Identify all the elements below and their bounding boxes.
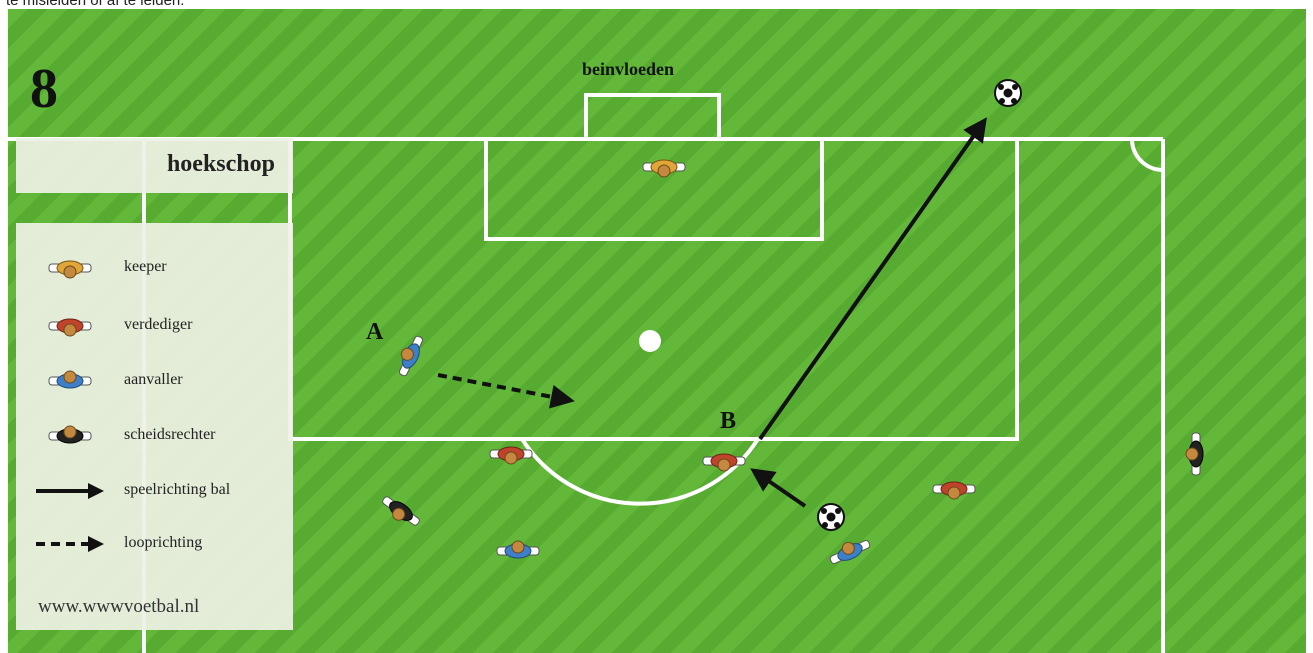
defender-player xyxy=(490,447,532,464)
exercise-number: 8 xyxy=(30,61,58,117)
ball xyxy=(995,80,1021,106)
dashed-arrow-icon xyxy=(34,529,106,559)
legend-item-keeper: keeper xyxy=(34,253,284,283)
legend-label: keeper xyxy=(124,258,167,276)
marker-b: B xyxy=(720,408,736,435)
referee-player xyxy=(378,493,422,531)
run-direction-arrow xyxy=(438,375,563,399)
caption-text: te misleiden of af te leiden. xyxy=(0,0,1313,9)
legend-item-attacker: aanvaller xyxy=(34,366,284,396)
defender-icon xyxy=(34,311,106,341)
defender-player xyxy=(933,482,975,499)
keeper-player xyxy=(643,160,685,177)
diagram-title: hoekschop xyxy=(167,151,275,178)
attacker-player-a xyxy=(393,333,426,378)
legend-label: aanvaller xyxy=(124,371,183,389)
ball-direction-arrow xyxy=(760,127,980,439)
legend-item-run-direction: looprichting xyxy=(34,529,284,559)
legend-label: scheidsrechter xyxy=(124,426,216,444)
legend-item-ball-direction: speelrichting bal xyxy=(34,476,284,506)
solid-arrow-icon xyxy=(34,476,106,506)
keeper-icon xyxy=(34,253,106,283)
attacker-icon xyxy=(34,366,106,396)
legend-item-defender: verdediger xyxy=(34,311,284,341)
title-panel: hoekschop xyxy=(16,138,293,193)
marker-a: A xyxy=(366,319,383,346)
legend-label: looprichting xyxy=(124,534,202,552)
goal-area xyxy=(486,139,822,239)
legend-panel: keeper verdediger aanvaller xyxy=(16,223,293,630)
penalty-spot xyxy=(639,330,661,352)
legend-label: verdediger xyxy=(124,316,192,334)
goal xyxy=(586,95,719,139)
referee-icon xyxy=(34,421,106,451)
legend-item-referee: scheidsrechter xyxy=(34,421,284,451)
website-link: www.wwwvoetbal.nl xyxy=(38,596,199,618)
attacker-player xyxy=(497,541,539,558)
ball-direction-arrow xyxy=(760,475,805,506)
football-pitch: 8 beinvloeden A B hoekschop keeper xyxy=(8,9,1306,653)
attacker-player xyxy=(827,534,872,567)
legend-label: speelrichting bal xyxy=(124,481,230,499)
zone-label: beinvloeden xyxy=(582,59,674,80)
referee-player xyxy=(1186,433,1203,475)
ball xyxy=(818,504,844,530)
penalty-area xyxy=(290,139,1017,439)
corner-arc xyxy=(1132,139,1163,170)
defender-player xyxy=(703,454,745,471)
